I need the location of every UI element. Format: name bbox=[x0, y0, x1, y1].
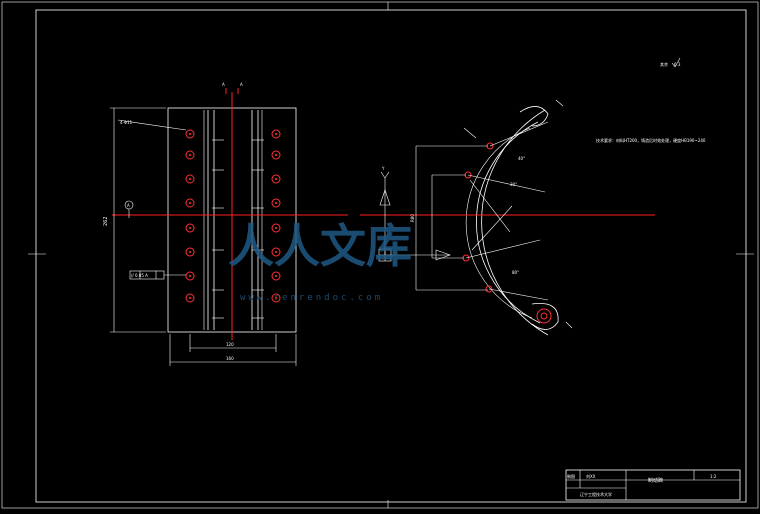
title-part-name: 制动蹄 bbox=[648, 477, 663, 484]
bolt-hole-center bbox=[189, 227, 191, 229]
lug-pin-hole bbox=[536, 308, 552, 324]
title-scale: 1:2 bbox=[710, 474, 717, 479]
bolt-hole-center bbox=[189, 251, 191, 253]
bolt-hole bbox=[271, 150, 281, 160]
datum-label: A bbox=[127, 203, 130, 208]
bolt-hole-center bbox=[275, 297, 277, 299]
hole-column-left bbox=[185, 129, 195, 303]
angle-2: 30° bbox=[510, 182, 517, 187]
bolt-hole bbox=[185, 150, 195, 160]
bolt-hole bbox=[271, 198, 281, 208]
left-view: A A 262 4-Φ11 A // 0.05 A 120 160 bbox=[103, 82, 348, 366]
title-school: 辽宁工程技术大学 bbox=[580, 491, 612, 497]
inner-frame bbox=[35, 9, 747, 503]
tolerance-text: // 0.05 A bbox=[131, 273, 148, 278]
bolt-hole-center bbox=[275, 275, 277, 277]
bolt-hole bbox=[271, 271, 281, 281]
bolt-hole bbox=[185, 198, 195, 208]
right-view: 40° 30° 80° R80 Y bbox=[360, 99, 655, 336]
title-block: 制图 刘XX 制动蹄 1:2 辽宁工程技术大学 bbox=[565, 469, 741, 501]
bolt-hole bbox=[271, 223, 281, 233]
title-block-frame bbox=[565, 469, 741, 501]
bolt-hole-center bbox=[189, 202, 191, 204]
dim-height: 262 bbox=[103, 216, 109, 226]
bolt-hole bbox=[271, 247, 281, 257]
shoe-inner-arc bbox=[476, 121, 541, 324]
angle-3: 80° bbox=[512, 270, 519, 275]
bolt-hole-center bbox=[189, 275, 191, 277]
notes: 其余 6.3 技术要求：材料HT200，铸造后时效处理，硬度HB190~240 bbox=[596, 57, 706, 143]
bolt-hole bbox=[185, 129, 195, 139]
section-label-top: A bbox=[222, 82, 225, 87]
bolt-hole-center bbox=[189, 297, 191, 299]
bolt-hole bbox=[271, 293, 281, 303]
bolt-hole-center bbox=[275, 133, 277, 135]
dim-inner-width: 120 bbox=[226, 342, 234, 347]
bolt-hole bbox=[271, 174, 281, 184]
roughness-icon bbox=[671, 57, 681, 68]
bolt-hole-center bbox=[189, 133, 191, 135]
hole-column-right bbox=[271, 129, 281, 303]
shoe-hole-4 bbox=[485, 285, 493, 293]
watermark: 人人文库 www.renrendoc.com bbox=[228, 219, 412, 303]
bolt-hole-center bbox=[275, 227, 277, 229]
bolt-hole-center bbox=[275, 154, 277, 156]
bolt-hole bbox=[185, 293, 195, 303]
bolt-hole-center bbox=[189, 178, 191, 180]
dim-r: R80 bbox=[410, 214, 415, 222]
tech-requirements: 技术要求：材料HT200，铸造后时效处理，硬度HB190~240 bbox=[596, 137, 706, 143]
bolt-hole-center bbox=[275, 202, 277, 204]
bolt-hole-center bbox=[275, 178, 277, 180]
view-y-label: Y bbox=[381, 166, 385, 171]
angle-1: 40° bbox=[518, 156, 525, 161]
dim-outer-width: 160 bbox=[226, 356, 234, 361]
bolt-hole bbox=[185, 223, 195, 233]
dim-hole-label: 4-Φ11 bbox=[120, 120, 133, 125]
bolt-hole bbox=[185, 271, 195, 281]
bolt-hole bbox=[271, 129, 281, 139]
bolt-hole bbox=[185, 247, 195, 257]
title-label-drawn: 制图 bbox=[567, 473, 575, 479]
title-name: 刘XX bbox=[586, 473, 596, 479]
roughness-label: 其余 bbox=[660, 61, 668, 67]
roughness-value: 6.3 bbox=[674, 62, 681, 67]
bolt-hole-center bbox=[189, 154, 191, 156]
watermark-url: www.renrendoc.com bbox=[240, 293, 383, 303]
section-label-top-2: A bbox=[240, 82, 243, 87]
bolt-hole-center bbox=[275, 251, 277, 253]
watermark-brand: 人人文库 bbox=[228, 219, 412, 273]
bolt-hole bbox=[185, 174, 195, 184]
